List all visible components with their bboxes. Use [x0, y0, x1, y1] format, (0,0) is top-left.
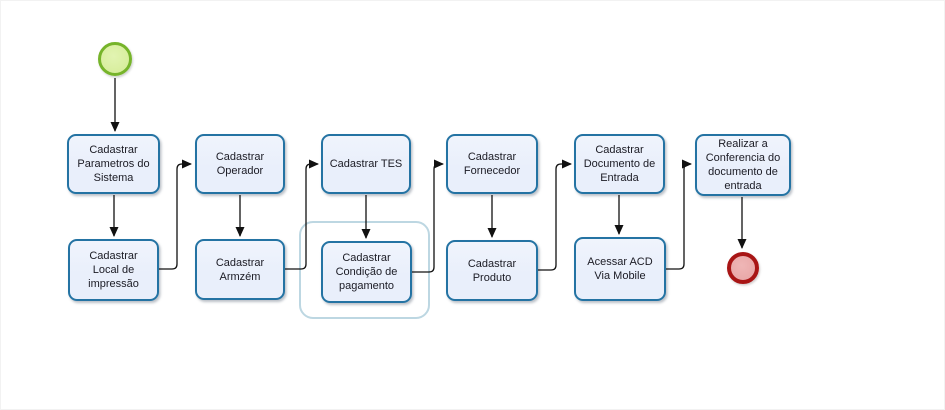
task-label: Cadastrar Parametros do Sistema [77, 144, 150, 184]
task-cadastrar-documento-entrada[interactable]: Cadastrar Documento de Entrada [574, 134, 665, 194]
task-label: Cadastrar Fornecedor [463, 151, 521, 177]
task-cadastrar-operador[interactable]: Cadastrar Operador [195, 134, 285, 194]
task-cadastrar-condicao-pagamento[interactable]: Cadastrar Condição de pagamento [321, 241, 412, 303]
connector-produto-to-documento [538, 159, 572, 271]
task-cadastrar-produto[interactable]: Cadastrar Produto [446, 240, 538, 301]
task-label: Cadastrar Operador [215, 151, 265, 177]
end-event-icon[interactable] [727, 252, 759, 284]
connector-local-to-operador [159, 159, 192, 270]
task-label: Cadastrar Local de impressão [88, 250, 139, 290]
task-label: Cadastrar Documento de Entrada [583, 144, 656, 184]
task-cadastrar-tes[interactable]: Cadastrar TES [321, 134, 411, 194]
start-event-icon[interactable] [98, 42, 132, 76]
task-cadastrar-parametros[interactable]: Cadastrar Parametros do Sistema [67, 134, 160, 194]
task-label: Cadastrar TES [329, 158, 403, 170]
task-label: Acessar ACD Via Mobile [587, 256, 653, 282]
task-label: Cadastrar Condição de pagamento [335, 252, 398, 292]
task-label: Cadastrar Armzém [215, 256, 265, 283]
connector-acd-to-realizar [666, 159, 692, 270]
task-realizar-conferencia[interactable]: Realizar a Conferencia do documento de e… [695, 134, 791, 196]
task-label: Cadastrar Produto [467, 257, 517, 284]
task-acessar-acd-mobile[interactable]: Acessar ACD Via Mobile [574, 237, 666, 301]
task-cadastrar-fornecedor[interactable]: Cadastrar Fornecedor [446, 134, 538, 194]
task-cadastrar-local-impressao[interactable]: Cadastrar Local de impressão [68, 239, 159, 301]
task-label: Realizar a Conferencia do documento de e… [705, 138, 781, 192]
task-cadastrar-armzem[interactable]: Cadastrar Armzém [195, 239, 285, 300]
